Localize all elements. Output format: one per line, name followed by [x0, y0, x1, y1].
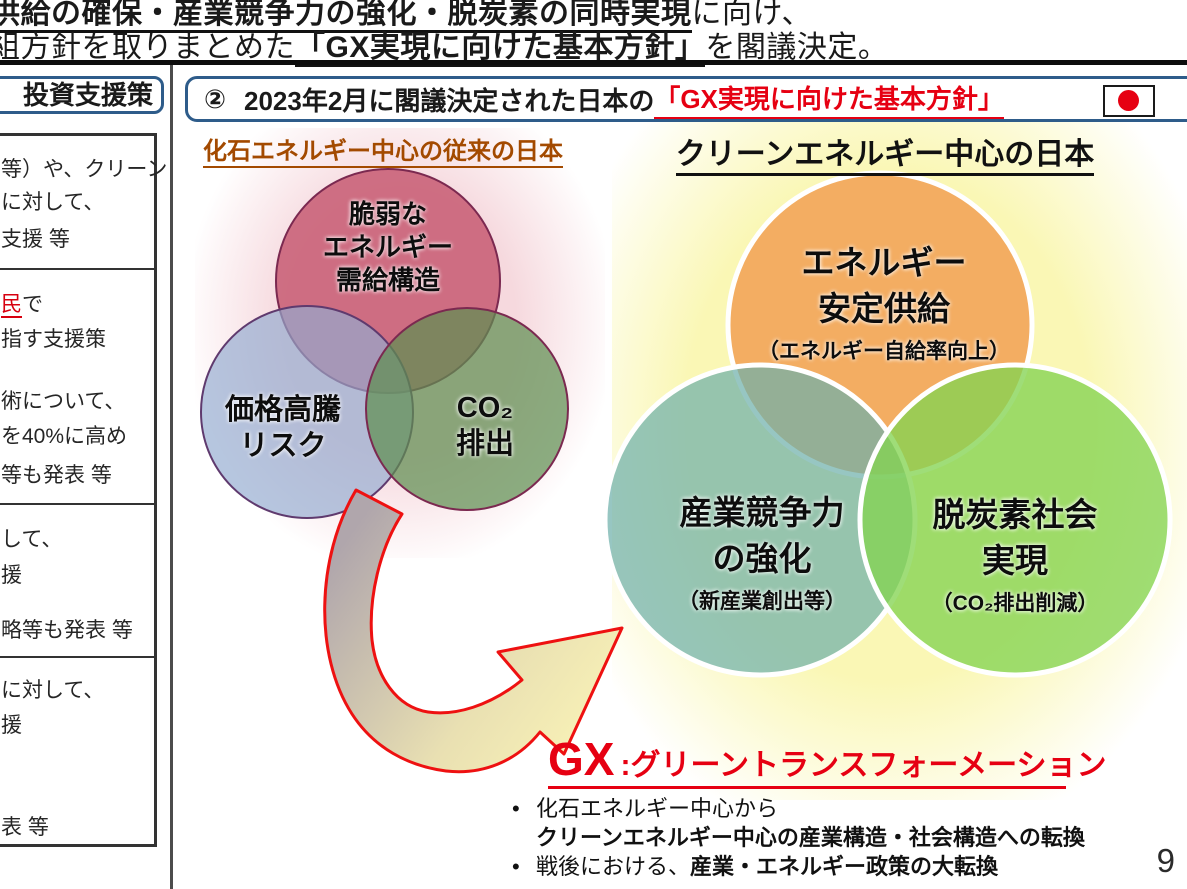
label-price-risk: 価格高騰 リスク: [224, 394, 341, 462]
bullet-icon: •: [512, 796, 520, 821]
top-rule: [0, 60, 1187, 65]
sidebar-line: 等も発表 等: [1, 464, 112, 487]
right-venn-title: クリーンエネルギー中心の日本: [650, 129, 1120, 176]
sidebar-divider: [0, 503, 154, 505]
bullet-icon: •: [512, 854, 520, 879]
venn-circle-decarbon-society: [857, 362, 1173, 678]
label-co2-emission: CO₂ 排出: [455, 392, 514, 460]
label-energy-supply: エネルギー 安定供給 （エネルギー自給率向上）: [758, 244, 1010, 363]
left-venn-title: 化石エネルギー中心の従来の日本: [203, 131, 563, 168]
section-header: ② 2023年2月に閣議決定された日本の 「GX実現に向けた基本方針」: [185, 76, 1187, 122]
sidebar-line: 民で: [1, 293, 43, 318]
japan-flag-circle: [1118, 90, 1139, 111]
sidebar-line: して、: [1, 528, 63, 551]
sidebar-header-label: 投資支援策: [22, 80, 153, 110]
sidebar-red-text: 民: [1, 293, 22, 318]
sidebar-divider: [0, 268, 154, 270]
sidebar-line: 支援 等: [1, 228, 70, 251]
vertical-divider: [170, 65, 173, 889]
sidebar-line: に対して、: [1, 191, 105, 214]
gx-subtitle: :グリーントランスフォーメーション: [620, 749, 1107, 782]
gx-bullets: • 化石エネルギー中心から クリーンエネルギー中心の産業構造・社会構造への転換 …: [512, 794, 1112, 881]
banner-line-1: 供給の確保・産業競争力の強化・脱炭素の同時実現に向け、: [0, 0, 812, 33]
label-industry-strength: 産業競争力 の強化 （新産業創出等）: [678, 494, 846, 613]
label-decarbon-society: 脱炭素社会 実現 （CO₂排出削減）: [931, 496, 1099, 615]
sidebar-line: 援: [1, 714, 22, 737]
sidebar-line: 術について、: [1, 390, 126, 413]
sidebar-line: 略等も発表 等: [1, 619, 133, 642]
banner-line1-rest: に向け、: [691, 0, 812, 30]
venn-circle-co2-emission: [365, 307, 569, 511]
sidebar-line: に対して、: [1, 679, 105, 702]
gx-bullet-1-bold: クリーンエネルギー中心の産業構造・社会構造への転換: [536, 825, 1085, 850]
section-number: ②: [204, 83, 227, 114]
sidebar-header: 投資支援策: [0, 76, 164, 114]
gx-bullet-2: • 戦後における、産業・エネルギー政策の大転換: [512, 854, 999, 879]
sidebar-line: 指す支援策: [1, 328, 106, 351]
banner-line2-underlined: 「GX実現に向けた基本方針」: [295, 31, 706, 67]
banner-line-2: 組方針を取りまとめた「GX実現に向けた基本方針」を閣議決定。: [0, 22, 889, 67]
gx-bullet-1: • 化石エネルギー中心から: [512, 796, 779, 821]
transformation-arrow: [323, 488, 624, 774]
gx-term: GX: [548, 733, 615, 785]
japan-flag-icon: [1103, 85, 1155, 117]
sidebar-box: 等）や、クリーン に対して、 支援 等 民で 指す支援策 術について、 を40%…: [0, 133, 167, 847]
banner-line2-pre: 組方針を取りまとめた: [0, 31, 295, 64]
sidebar-line: を40%に高め: [1, 425, 128, 448]
label-fragile-energy: 脆弱な エネルギー 需給構造: [322, 199, 453, 295]
gx-heading: GX :グリーントランスフォーメーション: [548, 733, 1107, 789]
sidebar-line: 表 等: [1, 816, 49, 839]
page-number: 9: [1156, 842, 1175, 879]
section-title: 2023年2月に閣議決定された日本の: [244, 85, 655, 116]
sidebar-divider: [0, 656, 154, 658]
sidebar-line: 援: [1, 564, 22, 587]
section-title-red: 「GX実現に向けた基本方針」: [654, 79, 1004, 119]
banner-line2-post: を閣議決定。: [705, 31, 889, 64]
banner-line1-underlined: 供給の確保・産業競争力の強化・脱炭素の同時実現: [0, 0, 692, 33]
sidebar-line: 等）や、クリーン: [1, 158, 168, 181]
